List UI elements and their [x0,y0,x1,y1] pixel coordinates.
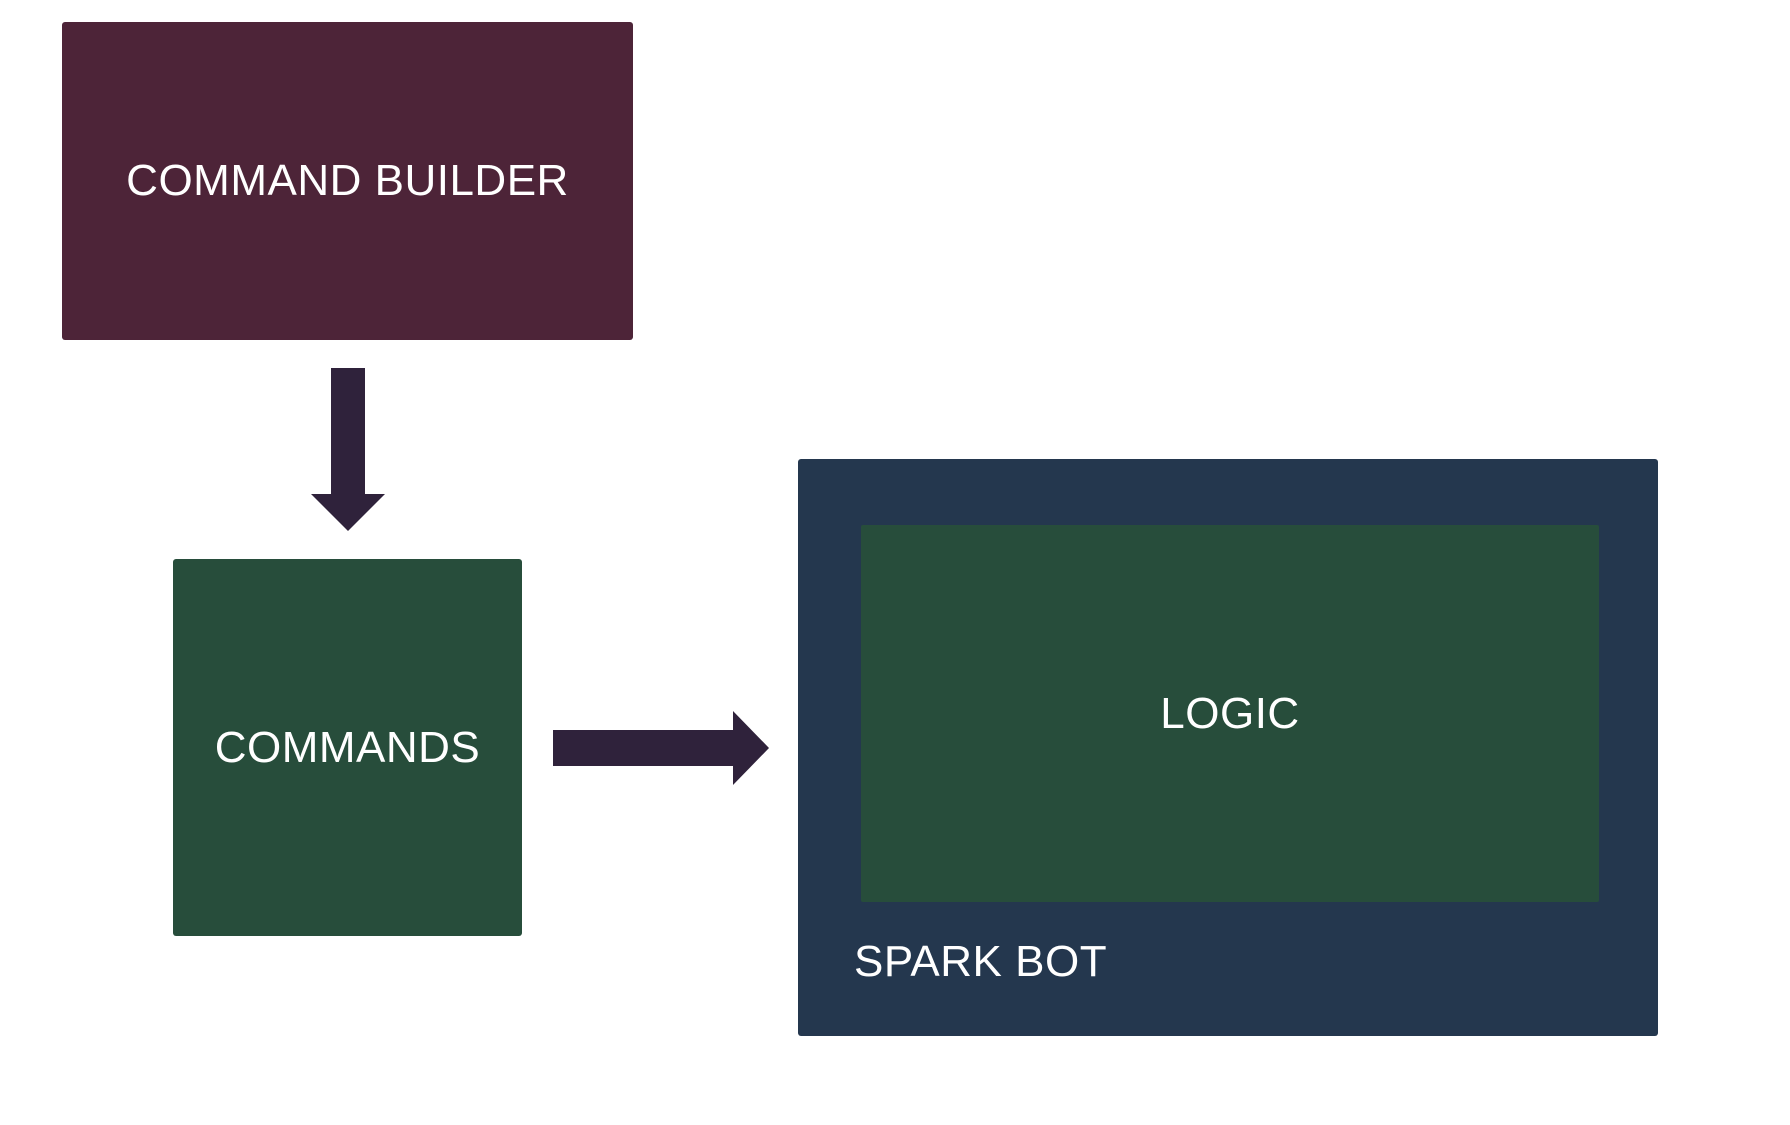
command-builder-node: COMMAND BUILDER [62,22,633,340]
spark-bot-container: LOGIC SPARK BOT [798,459,1658,1036]
commands-label: COMMANDS [214,723,481,772]
arrow-down-icon [311,368,385,531]
commands-node: COMMANDS [173,559,522,936]
spark-bot-label: SPARK BOT [854,937,1108,986]
arrow-right-icon [553,711,769,785]
logic-node: LOGIC [861,525,1599,902]
command-builder-label: COMMAND BUILDER [126,156,569,205]
logic-label: LOGIC [1160,689,1300,738]
